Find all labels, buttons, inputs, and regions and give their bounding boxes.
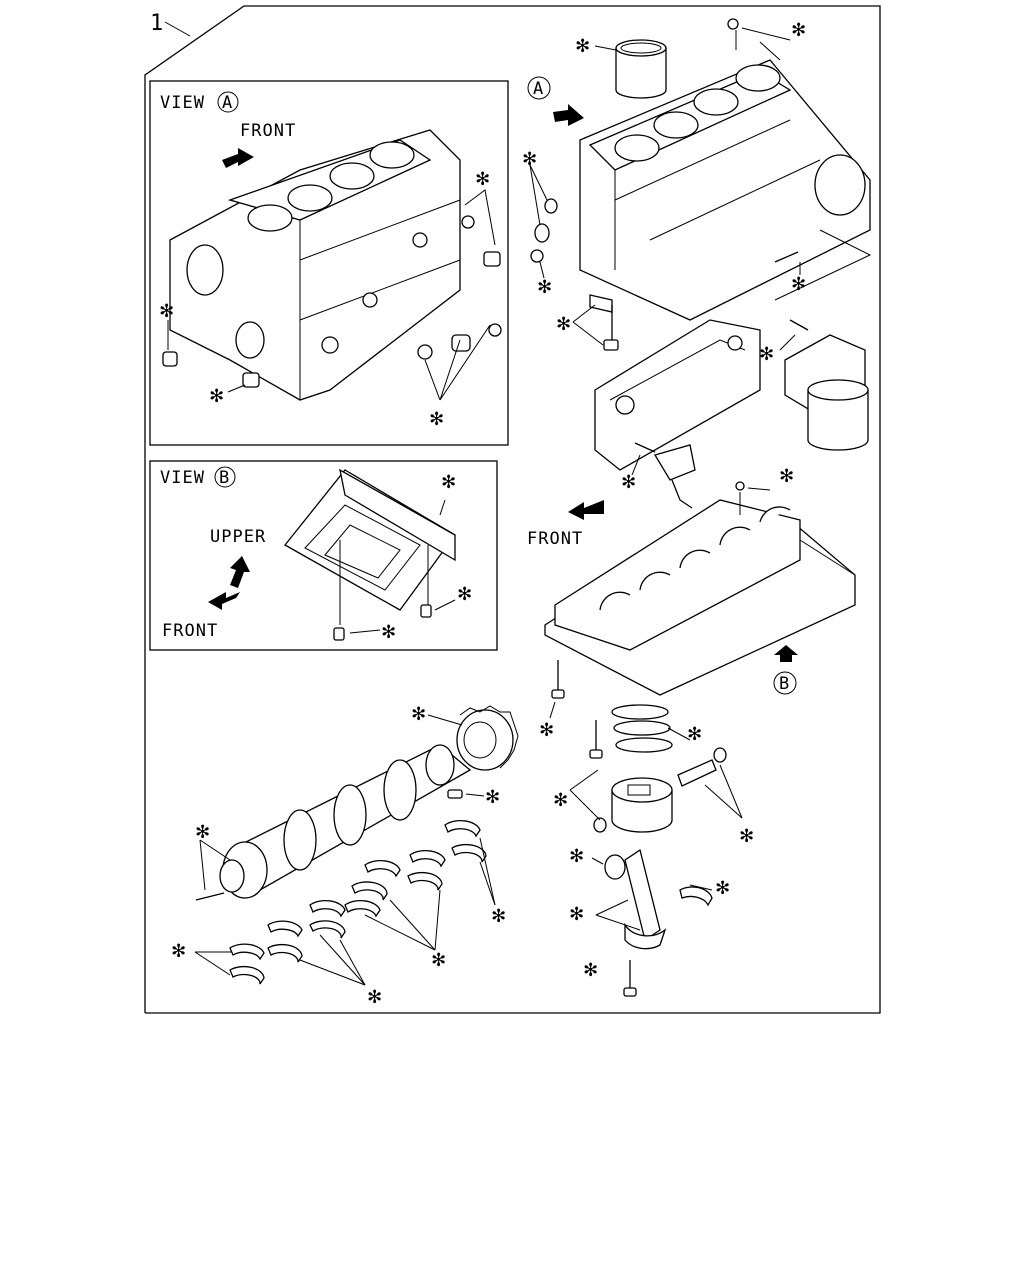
- crankcase-bolt: [551, 660, 565, 699]
- marker-b-letter: B: [779, 674, 790, 694]
- kit-mark: ✻: [780, 463, 793, 488]
- view-a-circle-letter: A: [222, 93, 233, 113]
- view-b-upper-label: UPPER: [210, 527, 266, 547]
- kit-mark: ✻: [432, 947, 445, 972]
- main-bearing-set: [229, 819, 487, 985]
- kit-mark: ✻: [538, 274, 551, 299]
- kit-mark: ✻: [430, 406, 443, 431]
- main-front-arrow: [568, 500, 604, 520]
- front-arrow-icon: [208, 592, 240, 610]
- piston-pin-clip: [713, 747, 727, 763]
- plug-icon: [483, 251, 501, 267]
- kit-mark: ✻: [554, 787, 567, 812]
- view-a-arrow-icon: [553, 104, 584, 126]
- kit-mark: ✻: [412, 701, 425, 726]
- oil-filter: [784, 334, 869, 451]
- kit-mark: ✻: [210, 383, 223, 408]
- crankshaft: [219, 744, 472, 899]
- kit-mark: ✻: [476, 166, 489, 191]
- plug-icon: [488, 323, 502, 337]
- kit-mark: ✻: [486, 784, 499, 809]
- view-a-label: VIEW: [160, 93, 205, 113]
- kit-mark: ✻: [570, 901, 583, 926]
- plug-icon: [417, 344, 433, 360]
- kit-mark: ✻: [368, 984, 381, 1009]
- upper-arrow-icon: [230, 556, 250, 588]
- kit-mark: ✻: [792, 271, 805, 296]
- cylinder-block: A ✻ ✻ ✻ ✻: [523, 17, 872, 321]
- kit-mark: ✻: [196, 819, 209, 844]
- kit-mark: ✻: [576, 33, 589, 58]
- kit-mark: ✻: [622, 469, 635, 494]
- kit-mark: ✻: [688, 721, 701, 746]
- kit-mark: ✻: [570, 843, 583, 868]
- main-front-label: FRONT: [527, 529, 583, 549]
- item-number: 1: [150, 11, 163, 36]
- valve-bolt: [589, 294, 619, 351]
- kit-mark: ✻: [172, 938, 185, 963]
- view-b-label: VIEW: [160, 468, 205, 488]
- crankcase-bolt: [589, 720, 603, 759]
- kit-mark: ✻: [458, 581, 471, 606]
- piston: [611, 777, 673, 833]
- piston-pin: [677, 759, 717, 787]
- plug-icon: [461, 215, 475, 229]
- piston-rings: [611, 704, 691, 753]
- woodruff-key: [447, 789, 463, 799]
- view-b-arrow-icon: [774, 645, 798, 662]
- view-a-front-arrow: [222, 148, 254, 168]
- kit-mark: ✻: [442, 469, 455, 494]
- plug-icon: [451, 334, 471, 352]
- main-frame: [144, 5, 881, 1014]
- crankcase: ✻ B: [544, 463, 856, 696]
- kit-mark: ✻: [523, 146, 536, 171]
- view-a-panel: VIEW A FRONT: [149, 80, 509, 446]
- cylinder-block-rear-view: [169, 129, 461, 401]
- dowel-pin-icon: [420, 604, 432, 618]
- kit-mark: ✻: [792, 17, 805, 42]
- kit-mark: ✻: [492, 903, 505, 928]
- kit-mark: ✻: [760, 341, 773, 366]
- kit-mark: ✻: [540, 717, 553, 742]
- connecting-rod: [604, 848, 713, 950]
- oil-jet-nozzle: [654, 444, 696, 509]
- view-b-front-label: FRONT: [162, 621, 218, 641]
- plug-icon: [242, 372, 260, 388]
- kit-mark: ✻: [557, 311, 570, 336]
- kit-mark: ✻: [584, 957, 597, 982]
- marker-a-letter: A: [533, 79, 544, 99]
- plug-icon: [162, 351, 178, 367]
- cylinder-liner: [615, 39, 667, 99]
- piston-pin-clip: [593, 817, 607, 833]
- dowel-pin-icon: [333, 627, 345, 641]
- view-b-panel: VIEW B UPPER FRONT ✻ ✻ ✻: [149, 460, 498, 651]
- block-gasket: [284, 468, 456, 611]
- kit-mark: ✻: [716, 875, 729, 900]
- crank-gear: [456, 705, 519, 771]
- oil-cooler-assembly: ✻ ✻ ✻: [557, 294, 869, 509]
- kit-mark: ✻: [382, 619, 395, 644]
- view-a-front-label: FRONT: [240, 121, 296, 141]
- rod-bolt: [623, 960, 637, 997]
- kit-mark: ✻: [160, 298, 173, 323]
- view-b-circle-letter: B: [219, 468, 230, 488]
- kit-mark: ✻: [740, 823, 753, 848]
